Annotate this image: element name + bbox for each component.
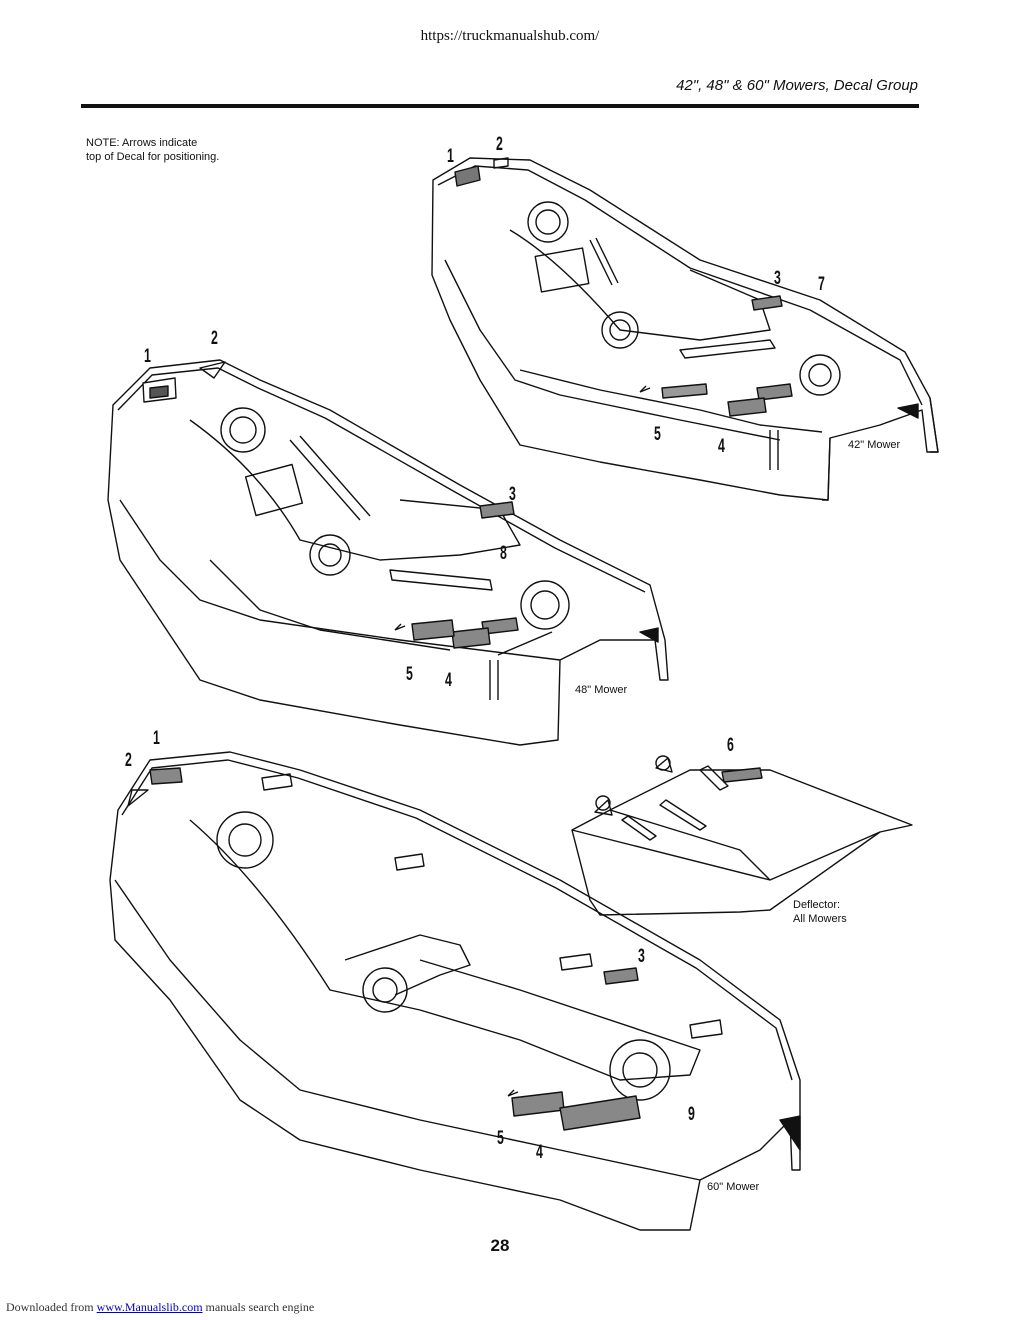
page-number: 28 — [490, 1236, 510, 1255]
callout-48-2: 2 — [211, 328, 218, 349]
mower-42-deck-drawing — [431, 157, 939, 501]
label-48-mower: 48" Mower — [575, 684, 628, 696]
callout-48-4: 4 — [445, 670, 452, 691]
download-footer: Downloaded from www.Manualslib.com manua… — [6, 1300, 314, 1315]
mower-48-deck-drawing — [107, 359, 669, 746]
callout-48-5: 5 — [406, 664, 413, 685]
callout-60-2: 2 — [125, 750, 132, 771]
callout-48-3: 3 — [509, 484, 516, 505]
positioning-note: NOTE: Arrows indicate top of Decal for p… — [86, 137, 220, 163]
header-rule — [81, 104, 919, 108]
callout-42-1: 1 — [447, 146, 454, 167]
callout-42-3: 3 — [774, 268, 781, 289]
label-42-mower: 42" Mower — [848, 439, 901, 451]
callout-60-9: 9 — [688, 1104, 695, 1125]
callout-48-1: 1 — [144, 346, 151, 367]
callout-60-4: 4 — [536, 1142, 543, 1163]
footer-suffix: manuals search engine — [202, 1300, 315, 1314]
callout-42-5: 5 — [654, 424, 661, 445]
callout-deflector-6: 6 — [727, 735, 734, 756]
callout-60-3: 3 — [638, 946, 645, 967]
callout-60-5: 5 — [497, 1128, 504, 1149]
footer-prefix: Downloaded from — [6, 1300, 97, 1314]
callout-48-8: 8 — [500, 543, 507, 564]
page-title: 42", 48" & 60" Mowers, Decal Group — [676, 77, 918, 94]
callout-42-4: 4 — [718, 436, 725, 457]
callout-60-1: 1 — [153, 728, 160, 749]
callout-42-2: 2 — [496, 134, 503, 155]
manualslib-link[interactable]: www.Manualslib.com — [96, 1300, 203, 1314]
callout-42-7: 7 — [818, 274, 825, 295]
mower-60-deck-drawing — [109, 751, 801, 1231]
source-url: https://truckmanualshub.com/ — [420, 28, 600, 44]
label-60-mower: 60" Mower — [707, 1181, 760, 1193]
label-deflector: Deflector: All Mowers — [793, 899, 847, 925]
deflector-drawing — [571, 755, 913, 916]
